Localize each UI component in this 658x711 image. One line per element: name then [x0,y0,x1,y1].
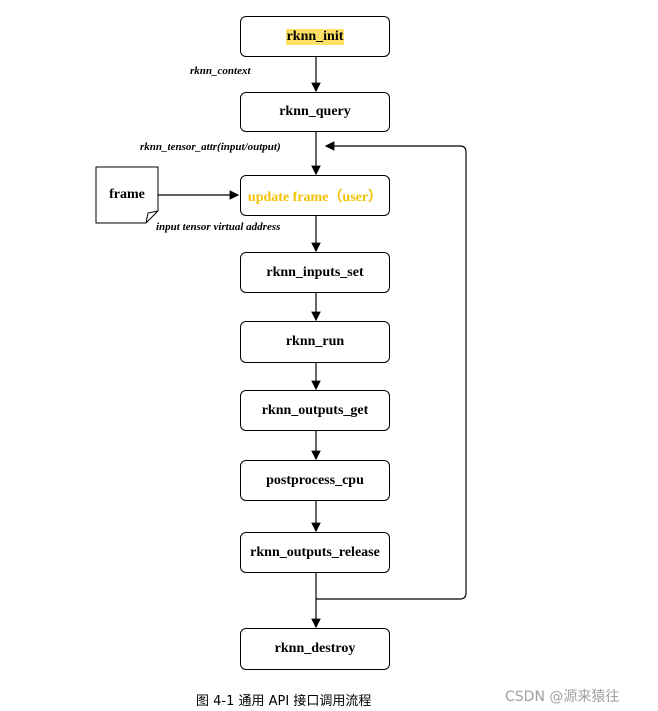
node-rknn-outputs-release: rknn_outputs_release [240,532,390,573]
node-rknn-query: rknn_query [240,92,390,132]
node-rknn-inputs-set: rknn_inputs_set [240,252,390,293]
loop-back-line [316,141,467,600]
node-rknn-query-label: rknn_query [279,104,351,119]
node-rknn-inputs-set-label: rknn_inputs_set [266,264,364,280]
node-rknn-init-label: rknn_init [285,28,345,45]
edge-label-rknn-context: rknn_context [190,65,251,77]
node-update-frame: update frame（user） [240,175,390,216]
node-rknn-run: rknn_run [240,321,390,363]
frame-document-fold [145,210,159,224]
frame-label: frame [109,187,145,202]
node-postprocess-cpu-label: postprocess_cpu [266,472,364,488]
figure-caption: 图 4-1 通用 API 接口调用流程 [196,694,372,709]
watermark: CSDN @源来猿往 [505,689,620,705]
node-postprocess-cpu: postprocess_cpu [240,460,390,501]
node-rknn-outputs-release-label: rknn_outputs_release [250,544,380,560]
node-rknn-outputs-get-label: rknn_outputs_get [261,402,369,418]
node-rknn-outputs-get: rknn_outputs_get [240,390,390,431]
edge-label-tensor-attr: rknn_tensor_attr(input/output) [140,141,281,153]
node-rknn-destroy: rknn_destroy [240,628,390,670]
node-rknn-destroy-label: rknn_destroy [274,641,356,656]
node-rknn-run-label: rknn_run [285,334,345,349]
node-update-frame-label: update frame（user） [247,189,383,205]
edge-label-virtual-address: input tensor virtual address [156,221,281,233]
frame-document-shape [95,166,159,224]
node-rknn-init: rknn_init [240,16,390,57]
